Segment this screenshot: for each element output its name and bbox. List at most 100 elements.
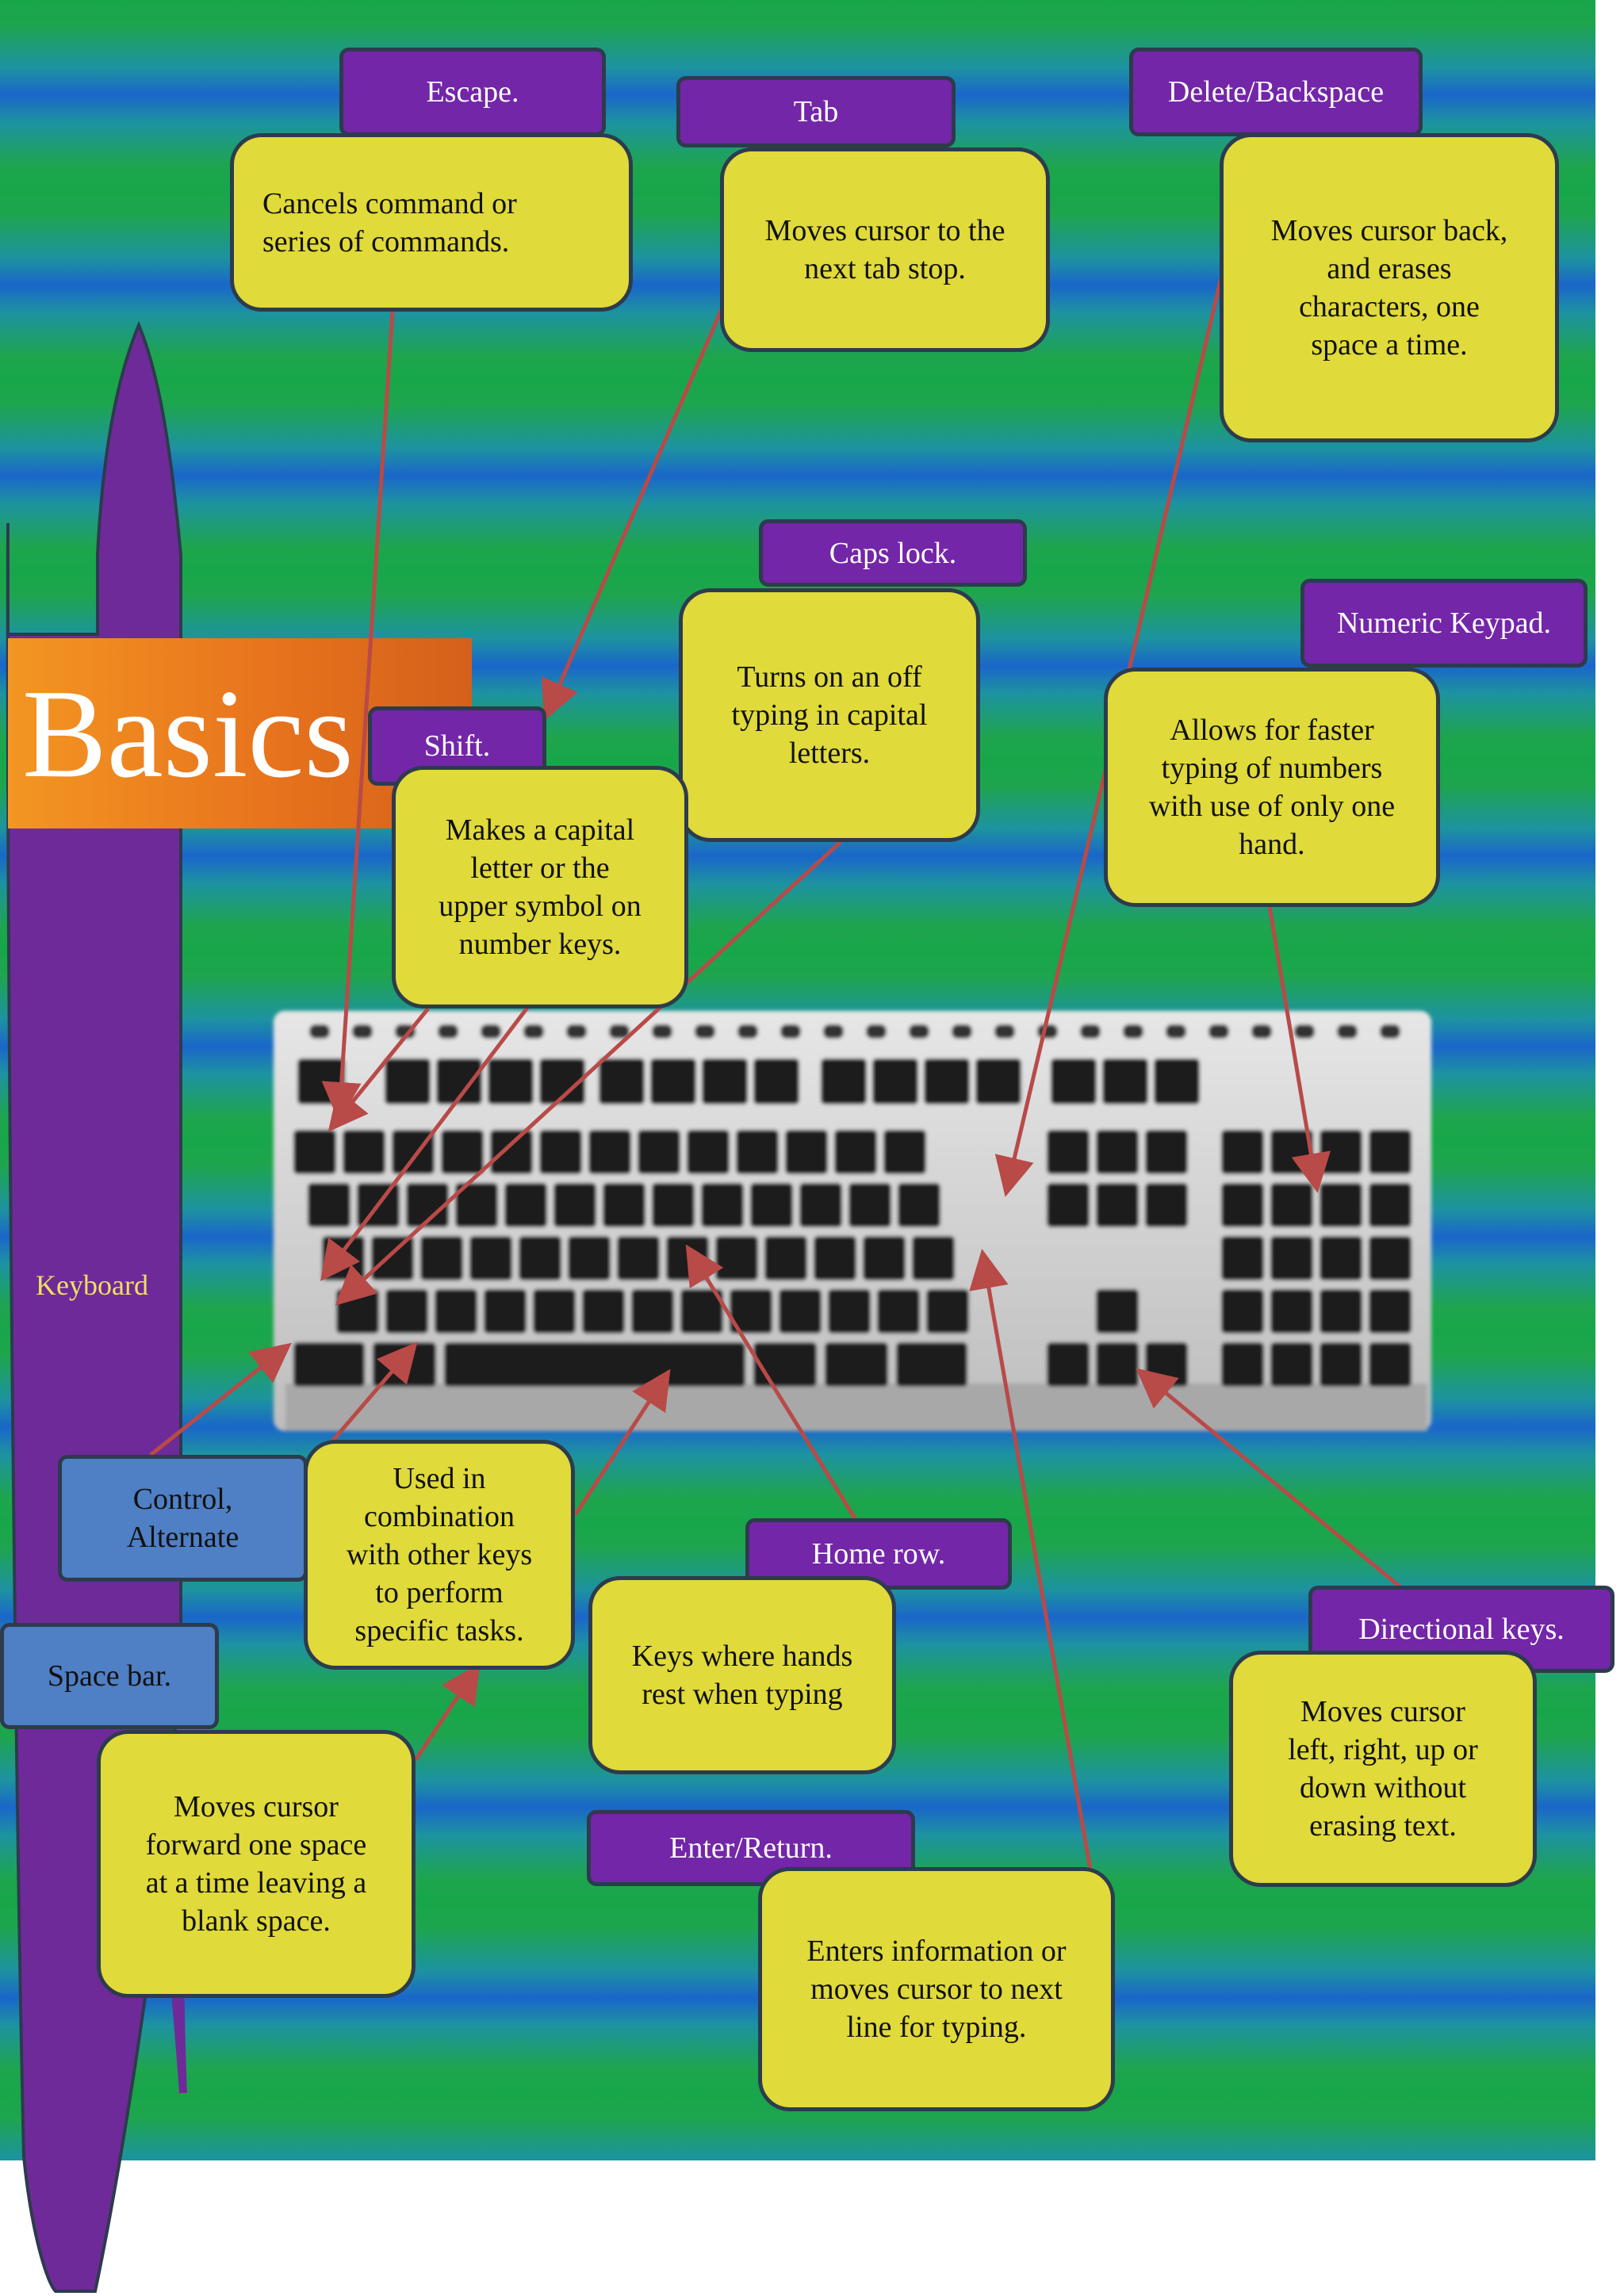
keyboard-top-button	[994, 1024, 1015, 1039]
keyboard-top-button	[737, 1024, 758, 1039]
keyboard-top-button	[823, 1024, 844, 1039]
keyboard-base	[285, 1383, 1427, 1431]
note-numeric-keypad: Allows for faster typing of numbers with…	[1104, 668, 1440, 907]
keyboard-key	[1047, 1130, 1090, 1174]
keyboard-key	[1221, 1342, 1264, 1387]
keyboard-top-button	[780, 1024, 801, 1039]
keyboard-key	[617, 1236, 660, 1280]
keyboard-key	[848, 1183, 891, 1227]
note-space-bar: Moves cursor forward one space at a time…	[97, 1730, 416, 1998]
keyboard-top-button	[481, 1024, 501, 1039]
keyboard-key	[519, 1236, 561, 1280]
keyboard-key	[1270, 1183, 1313, 1227]
keyboard-key	[293, 1342, 365, 1387]
keyboard-top-button	[1208, 1024, 1229, 1039]
keyboard-key	[736, 1130, 779, 1174]
keyboard-top-button	[1294, 1024, 1315, 1039]
keyboard-key	[883, 1130, 926, 1174]
keyboard-top-button	[1080, 1024, 1101, 1039]
keyboard-key	[652, 1183, 695, 1227]
keyboard-key	[1369, 1342, 1411, 1387]
keyboard-top-button	[1251, 1024, 1272, 1039]
note-shift: Makes a capital letter or the upper symb…	[392, 766, 688, 1008]
keyboard-key	[1096, 1342, 1139, 1387]
keyboard-keys	[293, 1024, 1411, 1387]
label-escape: Escape.	[339, 48, 606, 136]
keyboard-key	[680, 1289, 723, 1334]
keyboard-key	[821, 1058, 867, 1104]
keyboard-key	[1270, 1342, 1313, 1387]
keyboard-key	[371, 1236, 414, 1280]
keyboard-key	[406, 1183, 449, 1227]
keyboard-key	[926, 1289, 969, 1334]
keyboard-key	[1320, 1183, 1362, 1227]
keyboard-key	[753, 1342, 817, 1387]
label-tab: Tab	[676, 76, 956, 147]
note-escape: Cancels command or series of commands.	[230, 133, 633, 312]
keyboard-key	[1369, 1130, 1411, 1174]
label-caps-lock: Caps lock.	[759, 519, 1027, 587]
keyboard-top-button	[909, 1024, 929, 1039]
label-control-alternate: Control, Alternate	[58, 1455, 308, 1582]
keyboard-key	[420, 1236, 463, 1280]
keyboard-key	[750, 1183, 793, 1227]
arrow-control	[149, 1342, 292, 1456]
keyboard-key	[872, 1058, 918, 1104]
keyboard-key	[877, 1289, 920, 1334]
keyboard-top-button	[952, 1024, 972, 1039]
keyboard-key	[753, 1058, 799, 1104]
note-caps-lock: Turns on an off typing in capital letter…	[679, 588, 980, 842]
keyboard-key	[764, 1236, 807, 1280]
keyboard-top-button	[523, 1024, 544, 1039]
arrow-space-bar	[573, 1368, 671, 1516]
keyboard-key	[588, 1130, 631, 1174]
keyboard-top-button	[695, 1024, 715, 1039]
keyboard-key	[1145, 1130, 1188, 1174]
arrow-caps-lock	[335, 840, 842, 1306]
keyboard-key	[343, 1130, 385, 1174]
keyboard-top-button	[866, 1024, 887, 1039]
note-delete: Moves cursor back, and erases characters…	[1220, 133, 1559, 442]
keyboard-key	[1270, 1236, 1313, 1280]
keyboard-key	[730, 1289, 772, 1334]
keyboard-key	[898, 1183, 940, 1227]
label-delete: Delete/Backspace	[1129, 48, 1423, 136]
note-directional-keys: Moves cursor left, right, up or down wit…	[1229, 1651, 1537, 1887]
arrow-escape	[321, 311, 395, 1122]
keyboard-key	[1047, 1342, 1090, 1387]
keyboard-key	[701, 1183, 744, 1227]
keyboard-key	[912, 1236, 955, 1280]
keyboard-key	[539, 1058, 585, 1104]
keyboard-top-button	[1123, 1024, 1143, 1039]
keyboard-key	[1320, 1236, 1362, 1280]
keyboard-key	[435, 1289, 477, 1334]
keyboard-key	[1051, 1058, 1097, 1104]
keyboard-key	[1102, 1058, 1148, 1104]
keyboard-key	[490, 1130, 533, 1174]
arrow-numeric-keypad	[1260, 863, 1331, 1193]
arrow-enter-return	[969, 1249, 1093, 1870]
page-title: Basics	[22, 663, 354, 804]
arrow-shift-origin	[327, 1007, 430, 1132]
keyboard-key	[1221, 1183, 1264, 1227]
keyboard-key	[488, 1058, 534, 1104]
keyboard-key	[1154, 1058, 1200, 1104]
note-control-alternate: Used in combination with other keys to p…	[304, 1440, 575, 1670]
keyboard-key	[975, 1058, 1021, 1104]
keyboard-top-button	[652, 1024, 672, 1039]
keyboard-key	[455, 1183, 498, 1227]
keyboard-top-button	[566, 1024, 587, 1039]
keyboard-key	[1096, 1183, 1139, 1227]
keyboard-key	[293, 1130, 336, 1174]
keyboard-key	[539, 1130, 582, 1174]
keyboard-key	[1320, 1342, 1362, 1387]
keyboard-key	[469, 1236, 512, 1280]
keyboard-key	[638, 1130, 680, 1174]
keyboard-key	[385, 1289, 428, 1334]
keyboard-key	[828, 1289, 871, 1334]
keyboard-key	[924, 1058, 970, 1104]
arrow-tab	[541, 308, 724, 721]
keyboard-key	[1369, 1289, 1411, 1334]
keyboard-top-button	[1337, 1024, 1358, 1039]
